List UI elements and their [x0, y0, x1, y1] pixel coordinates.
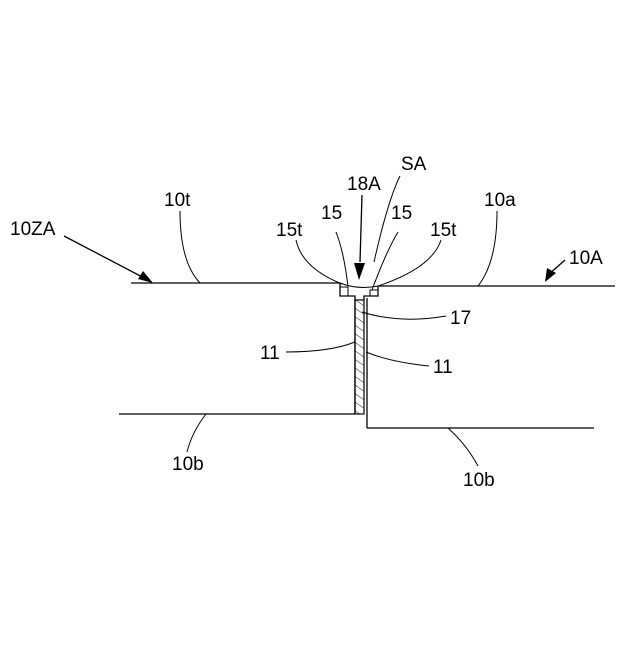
labels: SA 18A 10t 10a 10ZA 15 15 15t 15t 10A 17…	[10, 154, 603, 491]
label-10A: 10A	[569, 248, 603, 269]
label-10za: 10ZA	[10, 219, 56, 240]
label-10t: 10t	[164, 190, 191, 211]
seal-strip	[355, 300, 364, 414]
label-17: 17	[450, 308, 471, 329]
label-11-right: 11	[433, 357, 453, 378]
label-15-right: 15	[391, 203, 412, 224]
label-sa: SA	[401, 154, 427, 175]
label-10a: 10a	[484, 190, 516, 211]
label-15-left: 15	[321, 203, 342, 224]
label-18a: 18A	[347, 174, 381, 195]
label-10b-left: 10b	[172, 454, 204, 475]
leader-lines	[64, 176, 565, 466]
label-15t-right: 15t	[430, 220, 457, 241]
joint-region	[340, 283, 378, 414]
left-panel	[119, 283, 355, 414]
label-11-left: 11	[260, 343, 280, 364]
right-panel	[367, 286, 615, 428]
label-15t-left: 15t	[276, 220, 303, 241]
label-10b-right: 10b	[463, 470, 495, 491]
